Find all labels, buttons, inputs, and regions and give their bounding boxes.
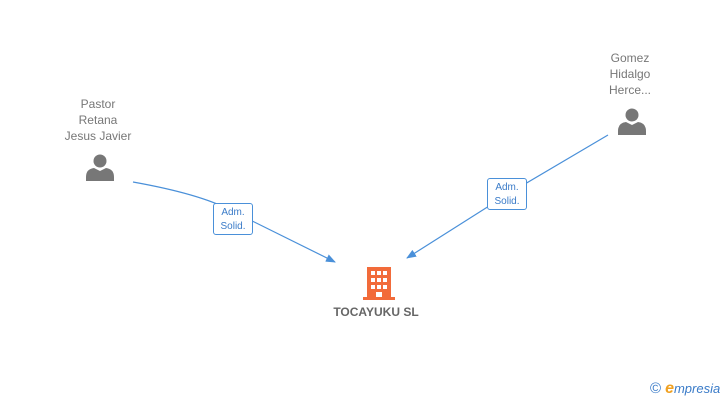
person-name-line: Pastor xyxy=(80,97,116,111)
person-name[interactable]: Pastor Retana Jesus Javier xyxy=(38,96,158,144)
role-label[interactable]: Adm. Solid. xyxy=(487,178,527,210)
brand-initial: e xyxy=(665,380,674,397)
company-name[interactable]: TOCAYUKU SL xyxy=(333,305,419,319)
person-icon[interactable] xyxy=(618,108,646,136)
building-icon[interactable] xyxy=(363,267,395,300)
role-label-line: Adm. xyxy=(221,207,245,218)
person-name-line: Herce... xyxy=(608,83,651,97)
role-label-line: Solid. xyxy=(494,196,520,207)
person-name[interactable]: Gomez Hidalgo Herce... xyxy=(570,50,690,98)
brand-name: mpresia xyxy=(673,381,721,396)
role-label[interactable]: Adm. Solid. xyxy=(213,203,253,235)
brand-logo: empresia xyxy=(665,380,720,398)
person-icon[interactable] xyxy=(86,154,114,182)
footer-brand[interactable]: © empresia xyxy=(650,380,720,398)
copyright-icon: © xyxy=(650,380,662,397)
person-name-line: Jesus Javier xyxy=(64,129,132,143)
role-label-line: Adm. xyxy=(495,182,519,193)
person-name-line: Hidalgo xyxy=(609,67,651,81)
role-label-line: Solid. xyxy=(220,221,246,232)
person-name-line: Gomez xyxy=(610,51,650,65)
person-name-line: Retana xyxy=(78,113,118,127)
